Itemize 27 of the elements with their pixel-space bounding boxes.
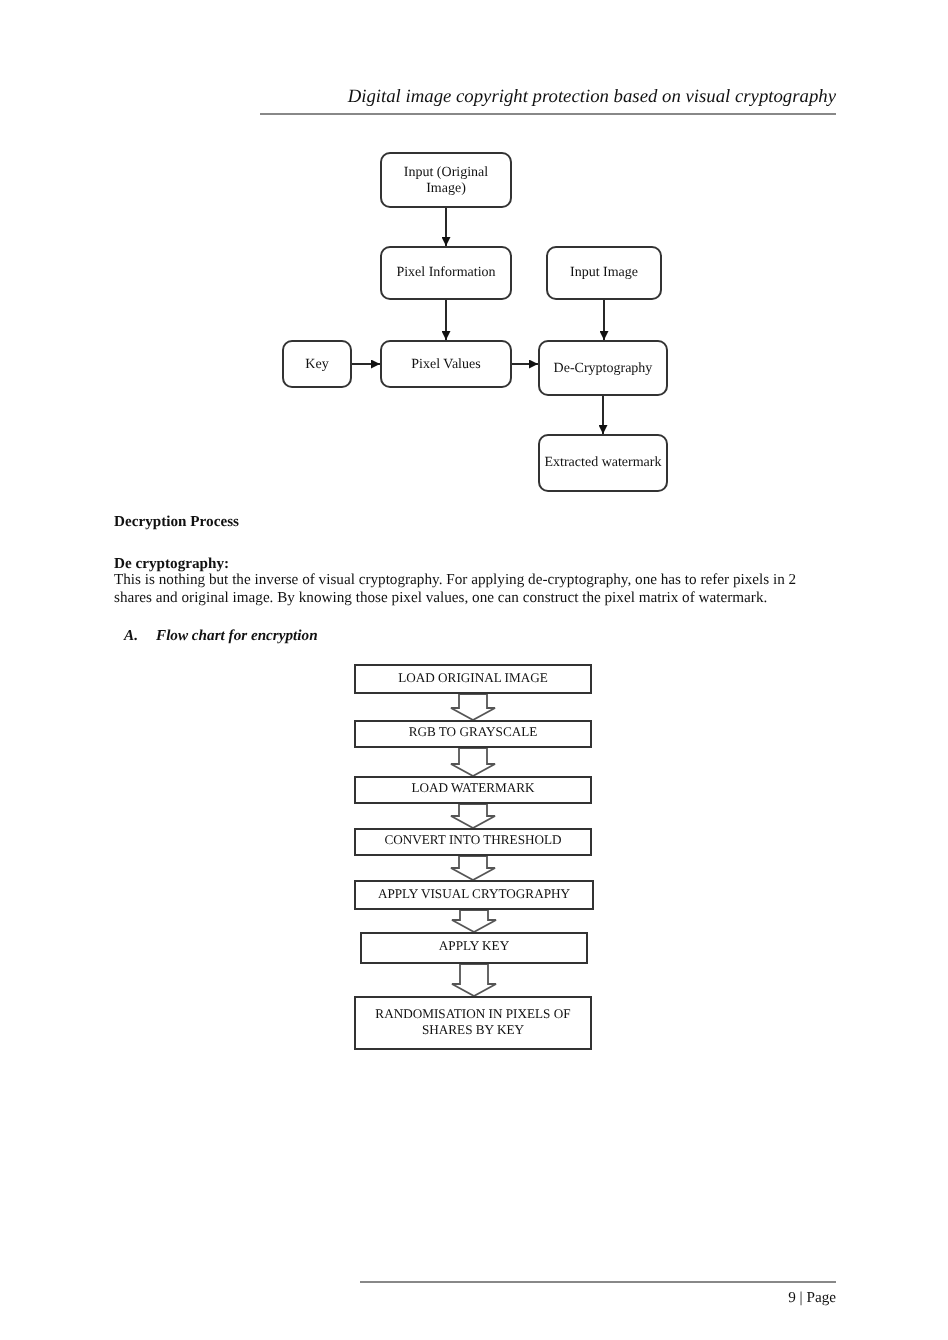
rounded-process-box — [380, 340, 512, 388]
rounded-process-box — [538, 340, 668, 396]
rounded-process-box — [380, 246, 512, 300]
process-box — [354, 996, 592, 1050]
block-arrow — [451, 909, 497, 934]
block-arrow — [450, 747, 496, 778]
rounded-process-box — [538, 434, 668, 492]
arrow — [598, 395, 608, 435]
arrow — [511, 359, 539, 369]
process-box — [360, 932, 588, 964]
block-arrow — [450, 803, 496, 830]
process-box — [354, 664, 592, 694]
block-arrow — [450, 855, 496, 882]
rounded-process-box — [282, 340, 352, 388]
arrow — [441, 299, 451, 341]
process-box — [354, 776, 592, 804]
arrow — [599, 299, 609, 341]
rounded-process-box — [380, 152, 512, 208]
arrow — [441, 207, 451, 247]
process-box — [354, 720, 592, 748]
process-box — [354, 828, 592, 856]
process-box — [354, 880, 594, 910]
running-header: Digital image copyright protection based on visual cryptography — [345, 88, 836, 112]
rounded-process-box — [546, 246, 662, 300]
arrow — [351, 359, 381, 369]
block-arrow — [451, 963, 497, 998]
block-arrow — [450, 693, 496, 722]
